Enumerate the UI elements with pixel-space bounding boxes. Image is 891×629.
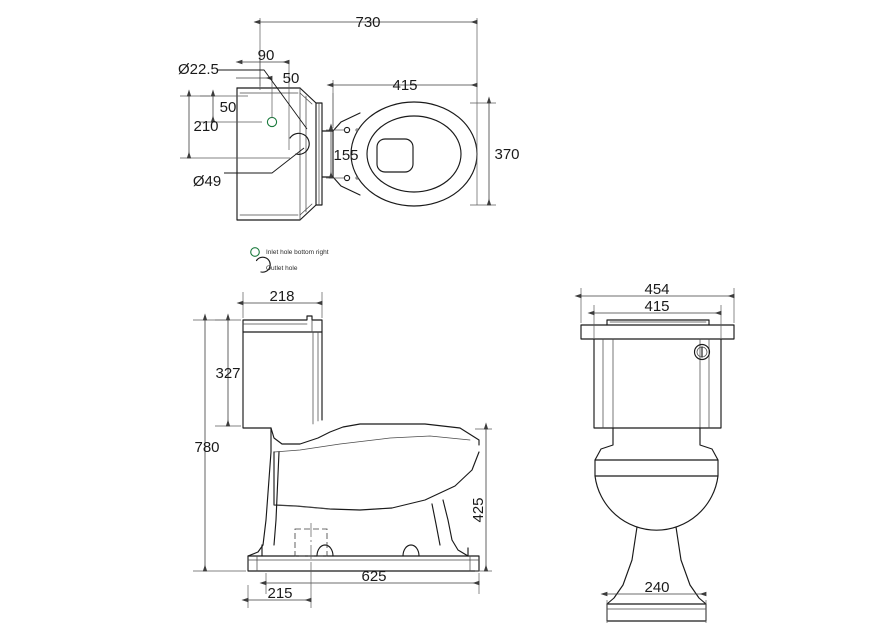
callout-inlet-leader: [218, 69, 308, 130]
dim-155-text: 155: [333, 147, 358, 164]
side-plinth-bump-right: [402, 544, 420, 557]
flush-lever[interactable]: [693, 343, 711, 361]
side-pan-deck: [270, 423, 480, 446]
dim-90-text: 90: [258, 47, 275, 64]
dim-415-text: 415: [392, 77, 417, 94]
legend-outlet-label: Outlet hole: [266, 265, 298, 272]
seat-inner: [366, 115, 462, 193]
dim-215-text: 215: [267, 585, 292, 602]
fixing-hole-bottom: [343, 174, 351, 182]
seat-opening: [376, 138, 414, 173]
outlet-hole-marker: [289, 132, 310, 155]
dim-240-text: 240: [644, 579, 669, 596]
callout-outlet-leader: [224, 147, 305, 174]
plan-view-dimensions: 730 90 50 50 210 415 155 370: [178, 14, 520, 206]
dim-210-text: 210: [193, 118, 218, 135]
seat-outer: [350, 101, 478, 207]
front-bowl: [594, 475, 719, 531]
dim-218-text: 218: [269, 288, 294, 305]
dim-327-text: 327: [215, 365, 240, 382]
inlet-hole-marker: [266, 116, 278, 128]
callout-inlet-text: Ø22.5: [178, 61, 219, 78]
dim-425-text: 425: [470, 497, 487, 522]
front-lid-knob: [606, 319, 710, 326]
legend-outlet-icon: [255, 256, 271, 273]
side-pan-bowl: [273, 451, 480, 511]
legend-inlet-label: Inlet hole bottom right: [266, 249, 329, 256]
dim-780-text: 780: [194, 439, 219, 456]
front-cistern-body: [593, 338, 722, 429]
front-elevation-dimensions: 454 415 240: [574, 281, 735, 623]
side-plinth-bump-left: [316, 544, 334, 557]
front-foot: [606, 603, 707, 622]
callout-outlet-text: Ø49: [193, 173, 221, 190]
hole-legend: Inlet hole bottom right Outlet hole: [250, 247, 329, 273]
dim-50v-text: 50: [220, 99, 237, 116]
dim-625-text: 625: [361, 568, 386, 585]
dim-454-text: 454: [644, 281, 669, 298]
front-pedestal-right: [675, 526, 707, 605]
side-elevation-dimensions: 218 327 780 425 625 215: [193, 288, 492, 608]
front-pan-rim: [594, 459, 719, 477]
legend-inlet-icon: [250, 247, 260, 257]
front-cistern-lid: [580, 324, 735, 340]
dim-415b-text: 415: [644, 298, 669, 315]
side-cistern-body: [242, 331, 272, 429]
fixing-hole-top: [343, 126, 351, 134]
dim-370-text: 370: [494, 146, 519, 163]
plan-cistern: [236, 87, 323, 221]
side-pedestal-left: [247, 451, 272, 557]
side-pedestal-right: [442, 499, 469, 557]
front-elevation-group: [580, 319, 735, 622]
front-pedestal-left: [606, 526, 638, 605]
front-pan-shoulder-left: [594, 427, 614, 461]
dim-730-text: 730: [355, 14, 380, 31]
side-elevation-group: [242, 315, 480, 572]
dim-50h-text: 50: [283, 70, 300, 87]
